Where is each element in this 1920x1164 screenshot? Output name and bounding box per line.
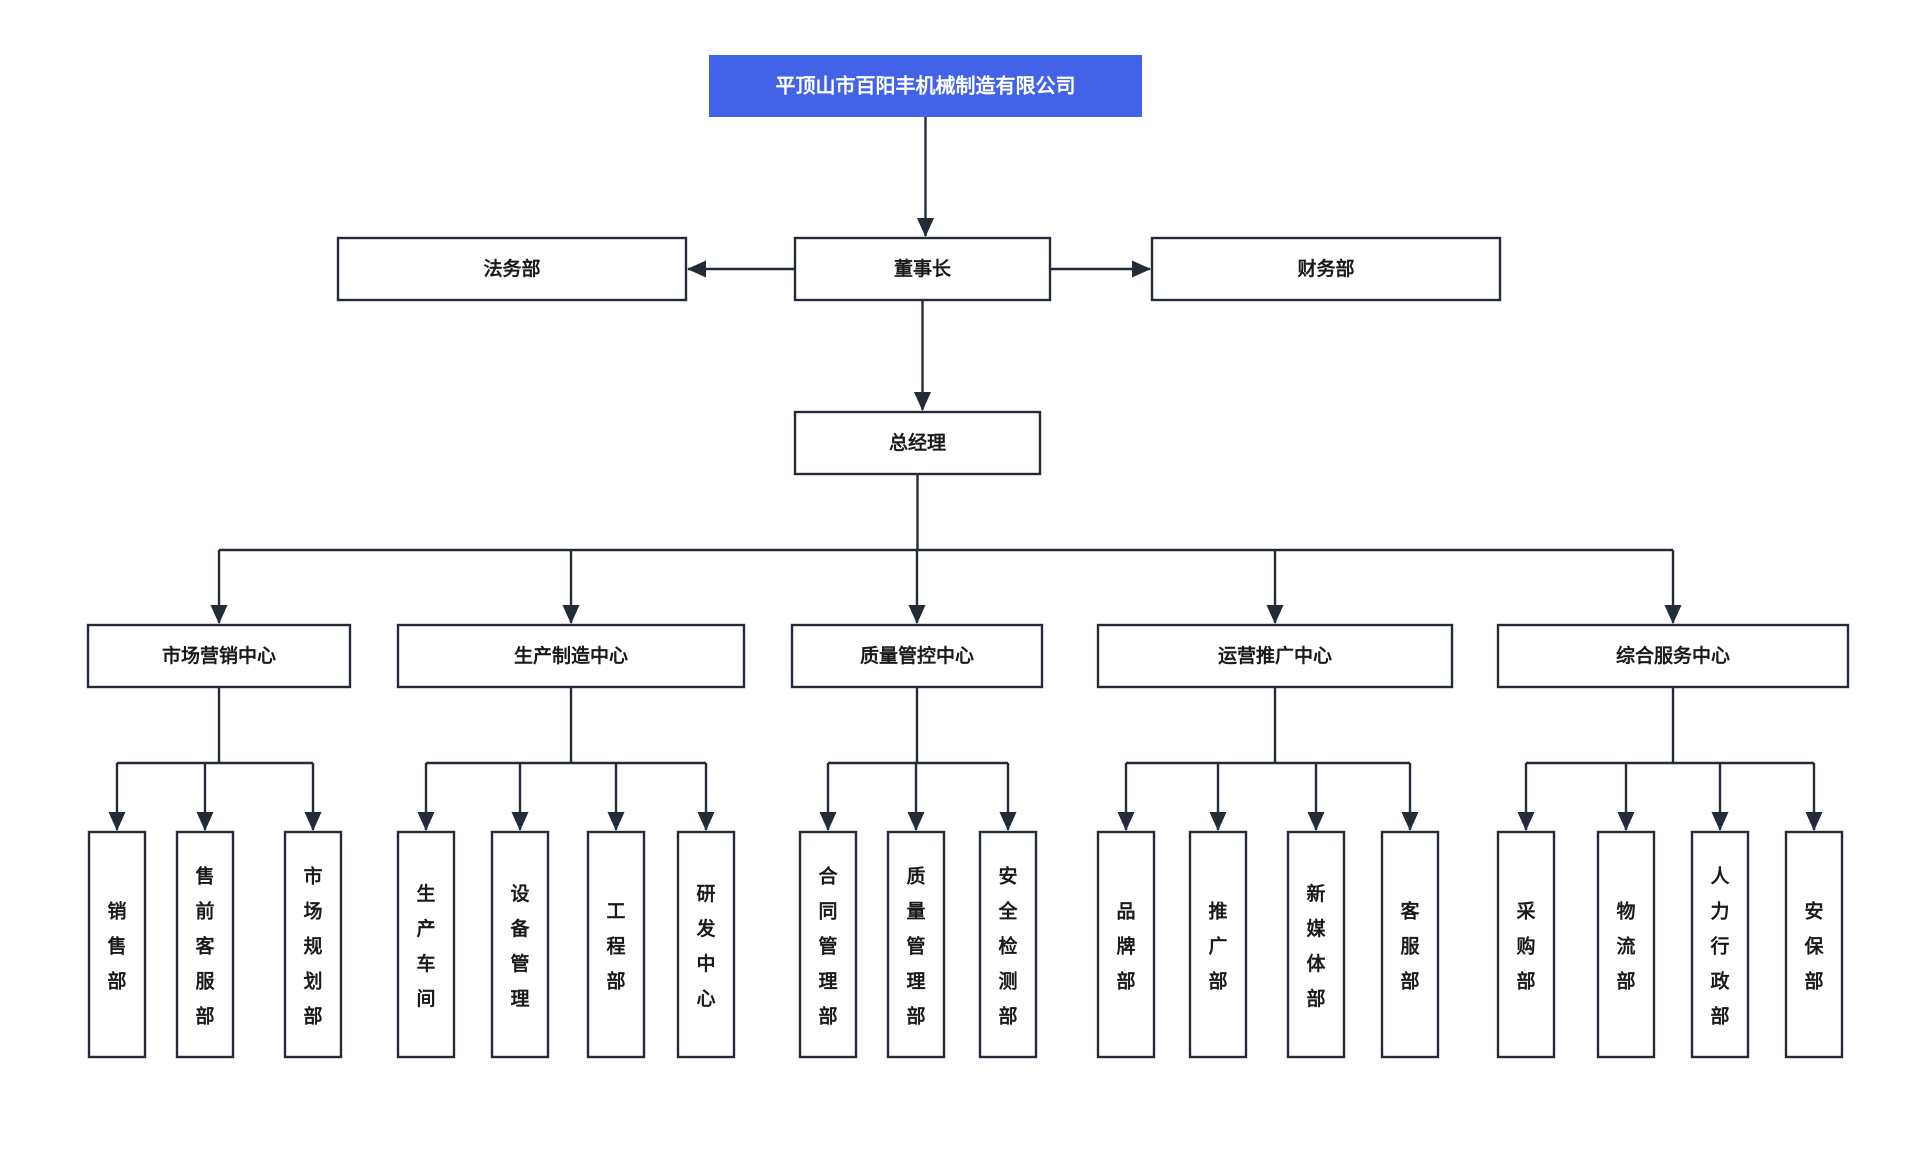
node-center-5[interactable] — [1496, 623, 1850, 689]
connector-layer — [108, 117, 1823, 831]
node-center-4-label: 运营推广中心 — [1218, 644, 1332, 667]
node-general-manager-label: 总经理 — [889, 431, 946, 454]
node-center-2-label: 生产制造中心 — [514, 644, 628, 667]
node-dept-3-1-label: 合同管理部 — [818, 865, 838, 1028]
node-dept-5-3[interactable] — [1690, 830, 1750, 1059]
node-dept-1-1[interactable] — [87, 830, 147, 1059]
node-dept-5-1-label: 采购部 — [1516, 901, 1535, 993]
node-dept-4-3-label: 新媒体部 — [1306, 882, 1326, 1010]
node-general-manager[interactable] — [793, 410, 1042, 476]
node-center-4[interactable] — [1096, 623, 1454, 689]
node-center-3-label: 质量管控中心 — [860, 644, 974, 667]
node-finance[interactable] — [1150, 236, 1502, 302]
node-dept-3-2[interactable] — [886, 830, 946, 1059]
node-dept-2-4-label: 研发中心 — [695, 884, 716, 1010]
node-dept-1-1-label: 销售部 — [106, 900, 126, 993]
node-root-company[interactable] — [709, 55, 1142, 117]
node-dept-3-3-label: 安全检测部 — [997, 865, 1018, 1028]
node-legal[interactable] — [336, 236, 688, 302]
node-dept-5-2[interactable] — [1596, 830, 1656, 1059]
node-dept-5-3-label: 人力行政部 — [1709, 866, 1730, 1028]
node-dept-4-1[interactable] — [1096, 830, 1156, 1059]
node-dept-2-3[interactable] — [586, 830, 646, 1059]
node-dept-1-3-label: 市场规划部 — [303, 865, 322, 1028]
node-dept-4-4-label: 客服部 — [1400, 900, 1420, 993]
node-center-3[interactable] — [790, 623, 1044, 689]
node-dept-1-2[interactable] — [175, 830, 235, 1059]
node-dept-3-1[interactable] — [798, 830, 858, 1059]
node-center-2[interactable] — [396, 623, 746, 689]
node-dept-2-1-label: 生产车间 — [416, 882, 435, 1010]
node-dept-5-1[interactable] — [1496, 830, 1556, 1059]
node-dept-4-1-label: 品牌部 — [1116, 901, 1135, 993]
node-dept-5-4-label: 安保部 — [1803, 900, 1824, 993]
node-dept-2-3-label: 工程部 — [606, 902, 625, 993]
node-dept-1-3[interactable] — [283, 830, 343, 1059]
node-dept-4-2[interactable] — [1188, 830, 1248, 1059]
node-dept-5-4[interactable] — [1784, 830, 1844, 1059]
node-center-1-label: 市场营销中心 — [162, 644, 276, 667]
node-center-1[interactable] — [86, 623, 352, 689]
node-dept-2-2[interactable] — [490, 830, 550, 1059]
node-dept-1-2-label: 售前客服部 — [194, 865, 215, 1028]
node-chairman-label: 董事长 — [894, 257, 952, 280]
node-dept-3-2-label: 质量管理部 — [906, 866, 925, 1028]
node-center-5-label: 综合服务中心 — [1616, 644, 1730, 667]
node-dept-2-1[interactable] — [396, 830, 456, 1059]
node-dept-5-2-label: 物流部 — [1616, 900, 1635, 993]
node-legal-label: 法务部 — [483, 257, 540, 280]
node-dept-4-3[interactable] — [1286, 830, 1346, 1059]
node-dept-3-3[interactable] — [978, 830, 1038, 1059]
node-dept-2-2-label: 设备管理 — [509, 883, 530, 1010]
node-dept-4-4[interactable] — [1380, 830, 1440, 1059]
node-dept-2-4[interactable] — [676, 830, 736, 1059]
node-dept-4-2-label: 推广部 — [1208, 900, 1227, 993]
node-chairman[interactable] — [793, 236, 1052, 302]
node-finance-label: 财务部 — [1297, 257, 1354, 280]
node-root-company-label: 平顶山市百阳丰机械制造有限公司 — [776, 73, 1076, 97]
